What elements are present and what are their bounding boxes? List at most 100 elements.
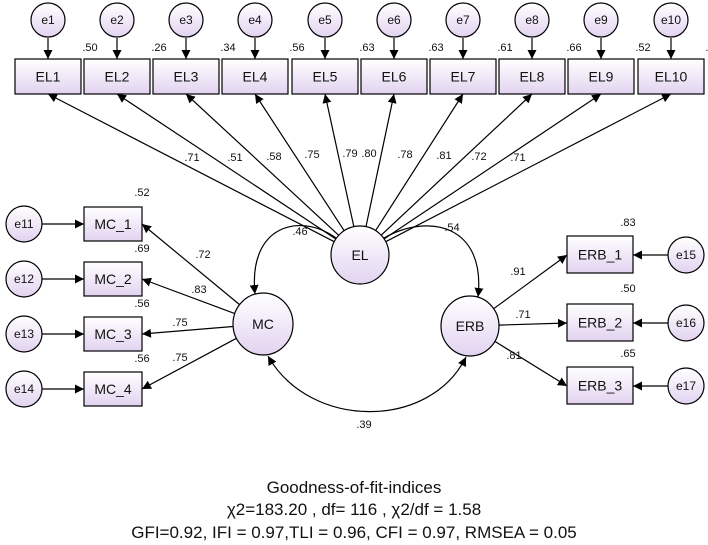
path-label-el-mc: .46 (292, 226, 307, 238)
latent-el (330, 225, 390, 285)
latent-erb (440, 295, 500, 357)
r2-erb_1: .83 (620, 217, 635, 229)
indicator-el2 (83, 58, 151, 95)
loading-label-erb_1: .91 (510, 266, 525, 278)
fit-indices-title: Goodness-of-fit-indices (266, 478, 442, 497)
loading-label-el1: .71 (184, 152, 199, 164)
error-node-e4-label: e4 (248, 13, 262, 27)
fit-indices-chi-square: χ2=183.20 , df= 116 , χ2/df = 1.58 (226, 500, 482, 519)
error-node-e10 (653, 2, 689, 38)
error-node-e2 (99, 2, 135, 38)
loading-path-el10 (385, 93, 672, 243)
indicator-erb_1-label: ERB_1 (578, 247, 623, 263)
indicator-el7 (429, 58, 497, 95)
error-node-e4 (237, 2, 273, 38)
loading-label-el2: .51 (227, 152, 242, 164)
latent-mc-label: MC (252, 316, 274, 332)
indicator-mc_3 (83, 316, 143, 352)
error-node-e13 (5, 315, 43, 353)
error-node-e5-label: e5 (318, 13, 332, 27)
loading-path-mc_2 (141, 277, 235, 315)
loading-path-erb_1 (493, 254, 568, 310)
path-el-erb (383, 225, 484, 298)
indicator-el9-label: EL9 (589, 69, 614, 85)
loading-label-mc_3: .75 (172, 317, 187, 329)
loading-path-el9 (383, 93, 602, 240)
error-node-e6 (376, 2, 412, 38)
indicator-el10 (637, 58, 705, 95)
loading-label-mc_1: .72 (195, 249, 210, 261)
r2-el6: .63 (428, 42, 443, 54)
error-node-e15-label: e15 (676, 248, 696, 262)
indicator-erb_2 (566, 303, 634, 342)
indicator-el8-label: EL8 (520, 69, 545, 85)
error-node-e2-label: e2 (110, 13, 124, 27)
loading-path-mc_1 (141, 223, 240, 306)
latent-mc (232, 292, 294, 356)
error-node-e5 (307, 2, 343, 38)
error-node-e13-label: e13 (14, 327, 34, 341)
indicator-el6-label: EL6 (382, 69, 407, 85)
error-node-e12 (5, 260, 43, 298)
indicator-el2-label: EL2 (105, 69, 130, 85)
path-label-mc-erb: .39 (356, 419, 371, 431)
path-el-mc (249, 224, 337, 295)
indicator-el5 (291, 58, 359, 95)
error-node-e3 (168, 2, 204, 38)
error-node-e9-label: e9 (594, 13, 608, 27)
r2-el10: .51 (705, 42, 708, 54)
indicator-el3 (152, 58, 220, 95)
error-node-e14 (5, 370, 43, 408)
error-node-e6-label: e6 (387, 13, 401, 27)
error-node-e16-label: e16 (676, 316, 696, 330)
path-label-el-erb: .54 (444, 222, 459, 234)
indicator-el6 (360, 58, 428, 95)
error-node-e16 (667, 304, 705, 342)
error-node-e15 (667, 236, 705, 274)
r2-el7: .61 (497, 42, 512, 54)
loading-path-mc_4 (141, 337, 237, 390)
loading-path-el5 (322, 93, 355, 227)
r2-erb_2: .50 (620, 283, 635, 295)
indicator-mc_4 (83, 371, 143, 407)
loading-label-el5: .79 (342, 148, 357, 160)
indicator-el8 (498, 58, 566, 95)
loading-label-erb_2: .71 (515, 309, 530, 321)
error-node-e8 (514, 2, 550, 38)
error-node-e7 (445, 2, 481, 38)
indicator-mc_1 (83, 206, 143, 242)
path-mc-erb-covariance (267, 355, 467, 413)
indicator-mc_1-label: MC_1 (94, 216, 132, 232)
indicator-mc_4-label: MC_4 (94, 381, 132, 397)
r2-el1: .50 (82, 42, 97, 54)
loading-label-el8: .81 (436, 150, 451, 162)
indicator-mc_2 (83, 261, 143, 297)
loading-label-el3: .58 (266, 151, 281, 163)
indicator-el10-label: EL10 (655, 69, 688, 85)
r2-mc_2: .69 (134, 243, 149, 255)
indicator-erb_2-label: ERB_2 (578, 315, 623, 331)
r2-el2: .26 (151, 42, 166, 54)
r2-el9: .52 (635, 42, 650, 54)
latent-el-label: EL (351, 247, 368, 263)
sem-path-diagram: e1EL1.50e2EL2.26e3EL3.34e4EL4.56e5EL5.63… (5, 2, 708, 431)
fit-indices-summary: GFI=0.92, IFI = 0.97,TLI = 0.96, CFI = 0… (131, 523, 577, 542)
r2-el5: .63 (359, 42, 374, 54)
indicator-mc_3-label: MC_3 (94, 326, 132, 342)
indicator-el1 (14, 58, 82, 95)
error-node-e8-label: e8 (525, 13, 539, 27)
loading-path-el2 (116, 93, 337, 240)
loading-path-el1 (47, 93, 335, 243)
indicator-mc_2-label: MC_2 (94, 271, 132, 287)
loading-label-mc_2: .83 (191, 284, 206, 296)
error-node-e17-label: e17 (676, 379, 696, 393)
loading-path-el6 (365, 93, 397, 227)
r2-erb_3: .65 (620, 348, 635, 360)
error-node-e12-label: e12 (14, 272, 34, 286)
r2-el8: .66 (566, 42, 581, 54)
loading-path-erb_3 (494, 340, 568, 387)
error-node-e7-label: e7 (456, 13, 470, 27)
loading-label-el7: .78 (397, 149, 412, 161)
loading-path-el3 (185, 93, 340, 236)
loading-label-mc_4: .75 (172, 352, 187, 364)
